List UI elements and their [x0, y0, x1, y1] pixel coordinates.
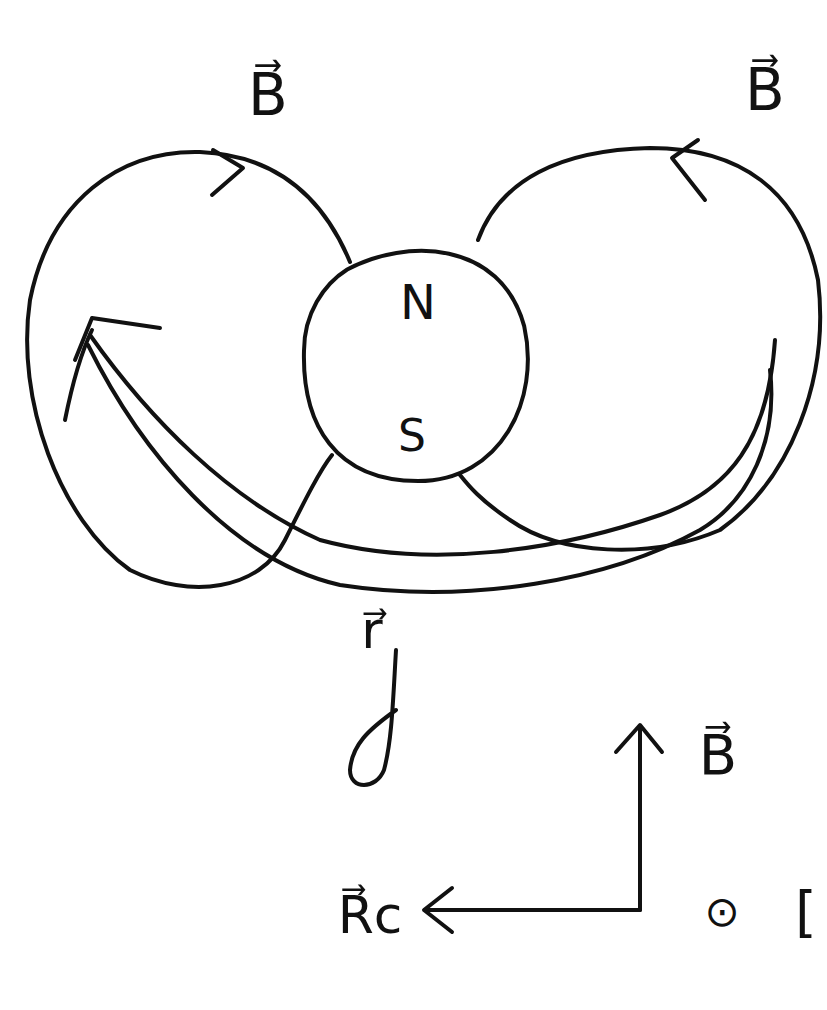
arrowhead: [616, 725, 662, 752]
pole-label: N: [400, 278, 436, 326]
field-line: [90, 335, 775, 555]
arrowhead: [75, 318, 160, 360]
axis-line: [638, 728, 642, 910]
field-line: [27, 152, 350, 587]
magnet-outline-path: [304, 251, 528, 481]
field-line: [65, 330, 92, 420]
pole-label: S: [398, 414, 426, 458]
arrowhead: [212, 150, 243, 195]
field-line: [460, 148, 820, 550]
out-of-page-symbol: ⊙: [704, 891, 739, 933]
vector-label: B⃗: [699, 727, 737, 783]
vector-label: B⃗: [745, 61, 785, 119]
axis-line: [425, 908, 640, 912]
hook-stroke: [350, 650, 396, 785]
field-line: [88, 345, 771, 592]
vector-label: B⃗: [248, 66, 288, 124]
arrowhead: [672, 140, 705, 200]
vector-label: R⃗c: [338, 889, 403, 941]
vector-label: r⃗: [361, 604, 382, 656]
magnet-circle: NS: [300, 240, 536, 486]
arrowhead: [424, 888, 452, 932]
bracket-label: [: [795, 884, 817, 940]
